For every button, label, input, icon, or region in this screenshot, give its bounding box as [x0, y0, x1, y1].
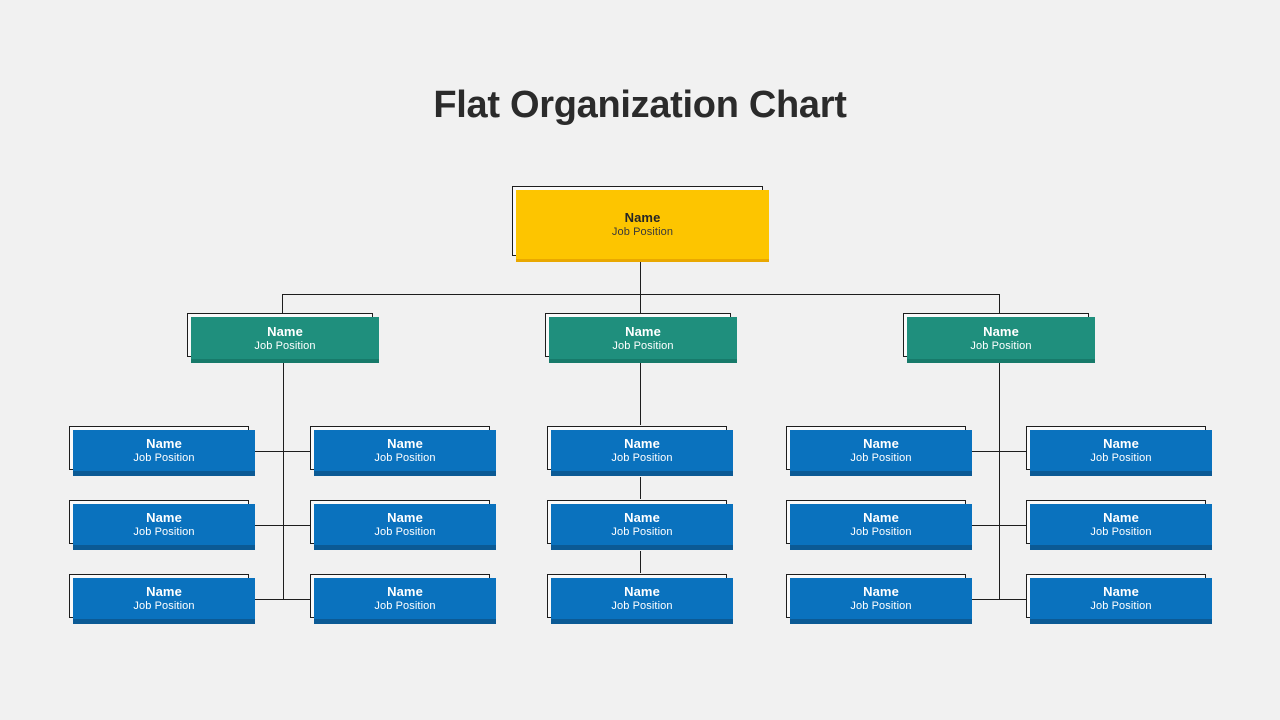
org-node-root[interactable]: Name Job Position: [512, 186, 769, 262]
org-node-manager-1[interactable]: Name Job Position: [187, 313, 379, 363]
node-body: Name Job Position: [516, 190, 769, 262]
node-name: Name: [1103, 436, 1139, 451]
org-node-staff-12[interactable]: Name Job Position: [310, 574, 496, 624]
connector-right-spine: [999, 358, 1000, 600]
node-role: Job Position: [133, 452, 195, 464]
node-body: Name Job Position: [1030, 578, 1212, 624]
node-body: Name Job Position: [73, 430, 255, 476]
org-node-staff-10[interactable]: Name Job Position: [1026, 500, 1212, 550]
connector-manager-drop-right: [999, 294, 1000, 316]
node-body: Name Job Position: [314, 430, 496, 476]
node-body: Name Job Position: [790, 578, 972, 624]
node-name: Name: [1103, 584, 1139, 599]
node-body: Name Job Position: [551, 504, 733, 550]
node-role: Job Position: [1090, 452, 1152, 464]
org-node-staff-13[interactable]: Name Job Position: [547, 574, 733, 624]
node-name: Name: [863, 584, 899, 599]
node-body: Name Job Position: [314, 578, 496, 624]
org-node-staff-2[interactable]: Name Job Position: [310, 426, 496, 476]
node-name: Name: [387, 436, 423, 451]
node-name: Name: [387, 510, 423, 525]
org-node-staff-6[interactable]: Name Job Position: [69, 500, 255, 550]
node-role: Job Position: [850, 526, 912, 538]
org-node-staff-3[interactable]: Name Job Position: [547, 426, 733, 476]
connector-manager-drop-center: [640, 294, 641, 316]
node-body: Name Job Position: [551, 430, 733, 476]
connector-left-rung-1: [242, 451, 314, 452]
org-node-staff-1[interactable]: Name Job Position: [69, 426, 255, 476]
connector-left-rung-3: [242, 599, 314, 600]
page-title: Flat Organization Chart: [433, 84, 847, 126]
org-node-staff-15[interactable]: Name Job Position: [1026, 574, 1212, 624]
node-name: Name: [146, 436, 182, 451]
connector-manager-drop-left: [282, 294, 283, 316]
node-name: Name: [624, 584, 660, 599]
org-node-staff-4[interactable]: Name Job Position: [786, 426, 972, 476]
node-body: Name Job Position: [551, 578, 733, 624]
node-name: Name: [625, 323, 661, 339]
node-body: Name Job Position: [790, 504, 972, 550]
org-node-staff-14[interactable]: Name Job Position: [786, 574, 972, 624]
node-role: Job Position: [374, 452, 436, 464]
connector-center-spine-2: [640, 477, 641, 499]
node-role: Job Position: [850, 452, 912, 464]
node-role: Job Position: [133, 526, 195, 538]
node-body: Name Job Position: [1030, 430, 1212, 476]
node-body: Name Job Position: [790, 430, 972, 476]
node-name: Name: [624, 436, 660, 451]
connector-root-stem: [640, 258, 641, 294]
connector-center-spine-1: [640, 358, 641, 425]
node-name: Name: [267, 323, 303, 339]
node-role: Job Position: [374, 600, 436, 612]
node-role: Job Position: [374, 526, 436, 538]
node-name: Name: [146, 584, 182, 599]
node-name: Name: [1103, 510, 1139, 525]
node-name: Name: [146, 510, 182, 525]
connector-center-spine-3: [640, 551, 641, 573]
node-name: Name: [863, 510, 899, 525]
node-role: Job Position: [611, 226, 674, 238]
connector-manager-bus: [282, 294, 1000, 295]
node-role: Job Position: [1090, 600, 1152, 612]
node-name: Name: [624, 510, 660, 525]
node-role: Job Position: [612, 339, 674, 352]
node-role: Job Position: [133, 600, 195, 612]
node-name: Name: [983, 323, 1019, 339]
node-name: Name: [624, 210, 661, 225]
node-body: Name Job Position: [73, 504, 255, 550]
node-body: Name Job Position: [549, 317, 737, 363]
node-role: Job Position: [1090, 526, 1152, 538]
connector-right-rung-3: [960, 599, 1032, 600]
org-node-staff-8[interactable]: Name Job Position: [547, 500, 733, 550]
connector-right-rung-2: [960, 525, 1032, 526]
node-name: Name: [863, 436, 899, 451]
node-name: Name: [387, 584, 423, 599]
connector-left-spine: [283, 358, 284, 600]
org-node-staff-9[interactable]: Name Job Position: [786, 500, 972, 550]
node-body: Name Job Position: [1030, 504, 1212, 550]
org-node-staff-5[interactable]: Name Job Position: [1026, 426, 1212, 476]
node-role: Job Position: [611, 600, 673, 612]
connector-right-rung-1: [960, 451, 1032, 452]
org-node-manager-2[interactable]: Name Job Position: [545, 313, 737, 363]
node-role: Job Position: [611, 526, 673, 538]
org-node-staff-11[interactable]: Name Job Position: [69, 574, 255, 624]
node-body: Name Job Position: [314, 504, 496, 550]
node-body: Name Job Position: [191, 317, 379, 363]
org-node-staff-7[interactable]: Name Job Position: [310, 500, 496, 550]
node-role: Job Position: [970, 339, 1032, 352]
node-role: Job Position: [254, 339, 316, 352]
node-body: Name Job Position: [907, 317, 1095, 363]
node-body: Name Job Position: [73, 578, 255, 624]
org-node-manager-3[interactable]: Name Job Position: [903, 313, 1095, 363]
connector-left-rung-2: [242, 525, 314, 526]
node-role: Job Position: [850, 600, 912, 612]
node-role: Job Position: [611, 452, 673, 464]
